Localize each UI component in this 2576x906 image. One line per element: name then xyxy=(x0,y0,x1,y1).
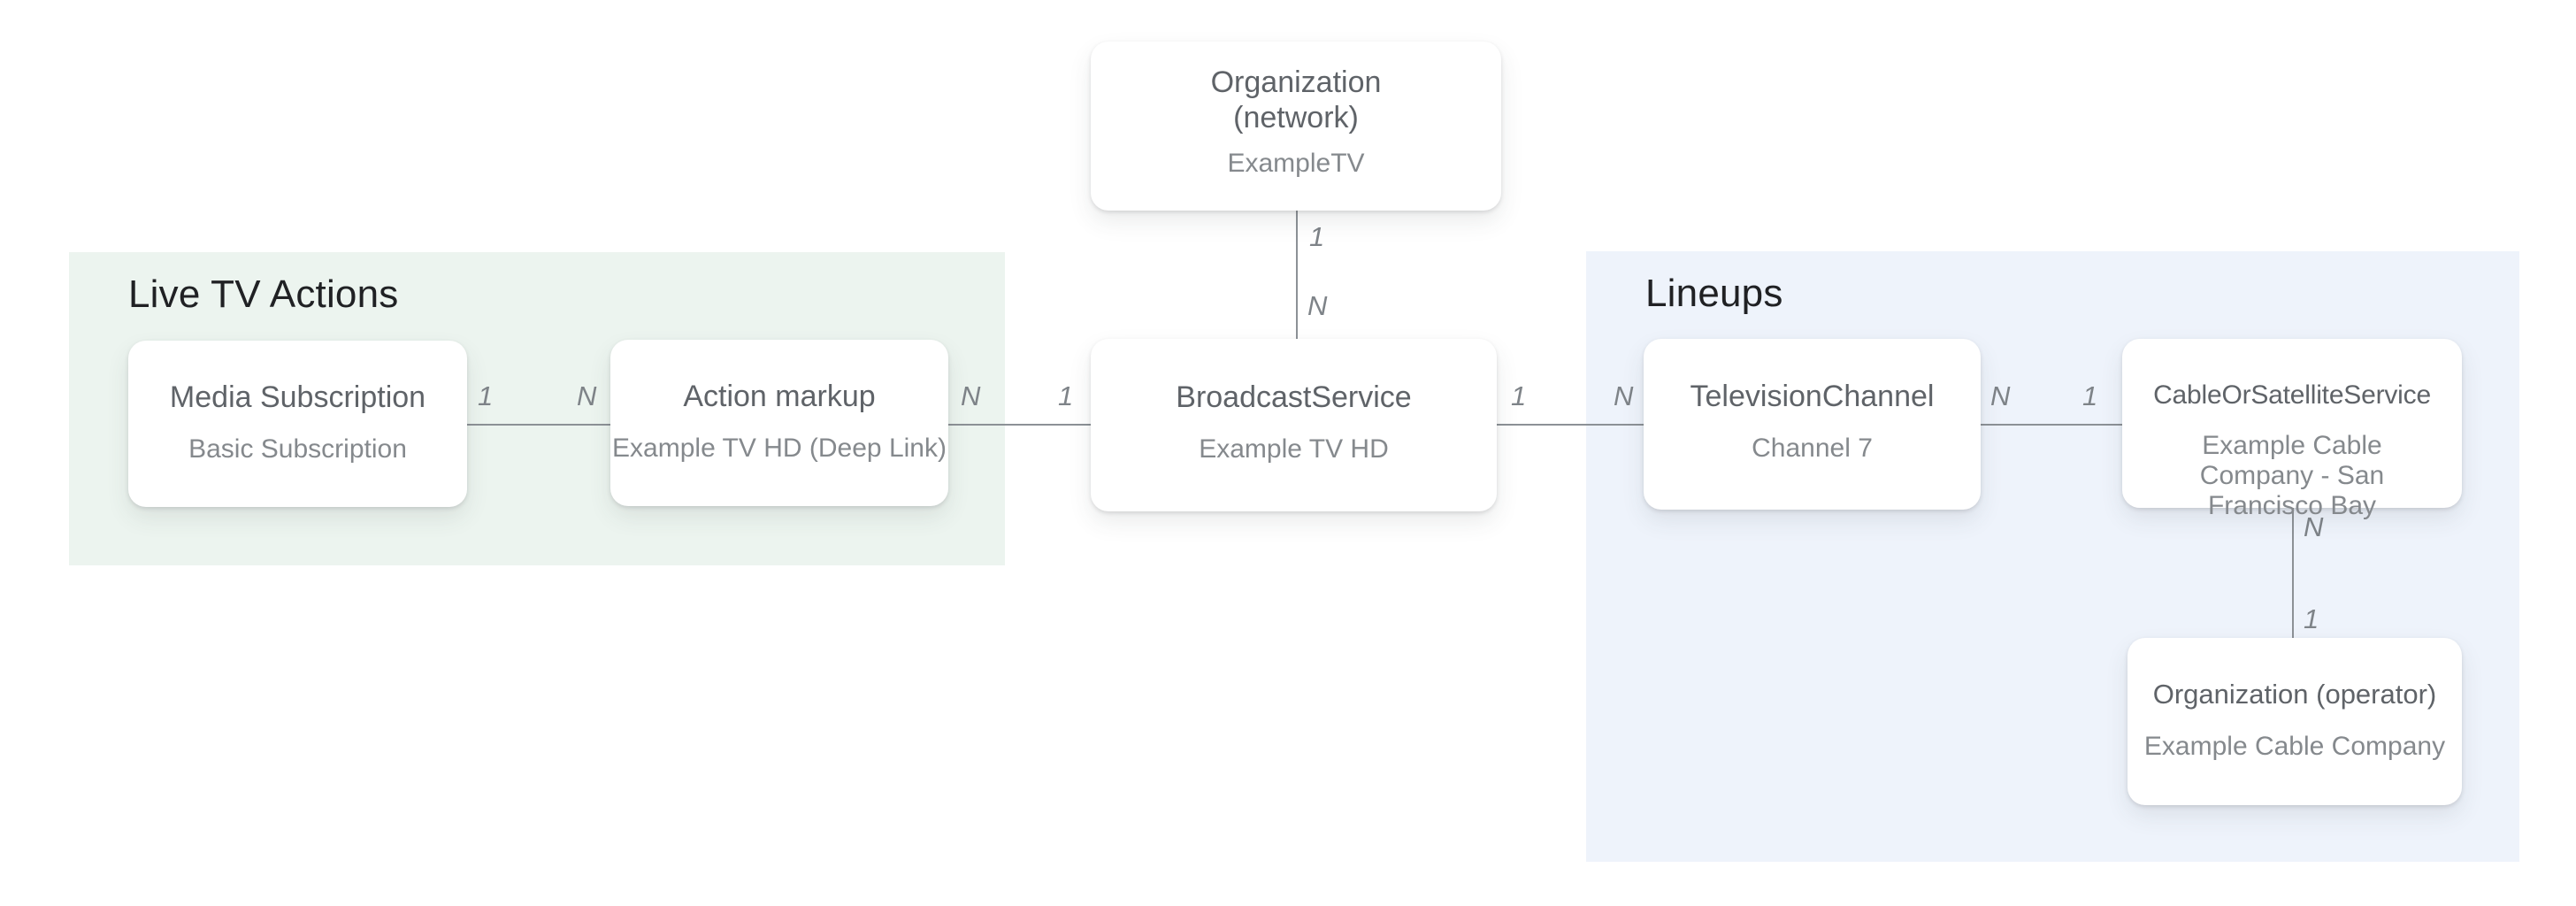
node-television-channel: TelevisionChannel Channel 7 xyxy=(1644,339,1981,510)
edge-media-subscription-to-action-markup xyxy=(467,424,610,426)
node-broadcast-service: BroadcastService Example TV HD xyxy=(1091,339,1497,511)
node-cable-or-satellite-service-title: CableOrSatelliteService xyxy=(2153,380,2431,410)
node-action-markup: Action markup Example TV HD (Deep Link) xyxy=(610,340,948,506)
cardinality-label: N xyxy=(2304,511,2324,542)
node-broadcast-service-title: BroadcastService xyxy=(1176,380,1412,414)
edge-television-channel-to-cable-or-satellite-service xyxy=(1981,424,2122,426)
cardinality-label: N xyxy=(1614,380,1634,411)
edge-organization-network-to-broadcast-service xyxy=(1296,211,1298,339)
node-cable-or-satellite-service: CableOrSatelliteService Example Cable Co… xyxy=(2122,339,2462,520)
node-cable-or-satellite-service-subtitle: Example Cable Company - San Francisco Ba… xyxy=(2199,431,2385,520)
cardinality-label: 1 xyxy=(1511,380,1527,411)
node-media-subscription: Media Subscription Basic Subscription xyxy=(128,341,467,507)
node-action-markup-subtitle: Example TV HD (Deep Link) xyxy=(612,434,947,463)
edge-broadcast-service-to-television-channel xyxy=(1497,424,1644,426)
node-organization-operator-subtitle: Example Cable Company xyxy=(2143,732,2446,761)
cardinality-label: N xyxy=(577,380,597,411)
node-organization-network: Organization (network) ExampleTV xyxy=(1091,42,1501,211)
group-lineups-label: Lineups xyxy=(1645,272,1783,315)
cardinality-label: 1 xyxy=(478,380,494,411)
cardinality-label: N xyxy=(961,380,981,411)
node-organization-operator-title: Organization (operator) xyxy=(2152,679,2437,710)
edge-cable-or-satellite-service-to-organization-operator xyxy=(2292,508,2294,638)
cardinality-label: N xyxy=(1990,380,2011,411)
node-media-subscription-subtitle: Basic Subscription xyxy=(188,434,407,464)
node-broadcast-service-subtitle: Example TV HD xyxy=(1199,434,1389,464)
cardinality-label: 1 xyxy=(1309,221,1325,252)
node-action-markup-title: Action markup xyxy=(683,380,876,413)
group-live-tv-actions-label: Live TV Actions xyxy=(128,273,399,316)
node-television-channel-subtitle: Channel 7 xyxy=(1752,434,1873,463)
cardinality-label: 1 xyxy=(2082,380,2098,411)
cardinality-label: 1 xyxy=(1058,380,1074,411)
cardinality-label: N xyxy=(1307,290,1328,321)
cardinality-label: 1 xyxy=(2304,603,2319,634)
edge-action-markup-to-broadcast-service xyxy=(948,424,1091,426)
node-television-channel-title: TelevisionChannel xyxy=(1690,380,1935,413)
node-media-subscription-title: Media Subscription xyxy=(169,380,426,414)
node-organization-network-subtitle: ExampleTV xyxy=(1227,149,1365,178)
node-organization-network-title: Organization (network) xyxy=(1210,65,1382,134)
node-organization-operator: Organization (operator) Example Cable Co… xyxy=(2128,638,2462,805)
